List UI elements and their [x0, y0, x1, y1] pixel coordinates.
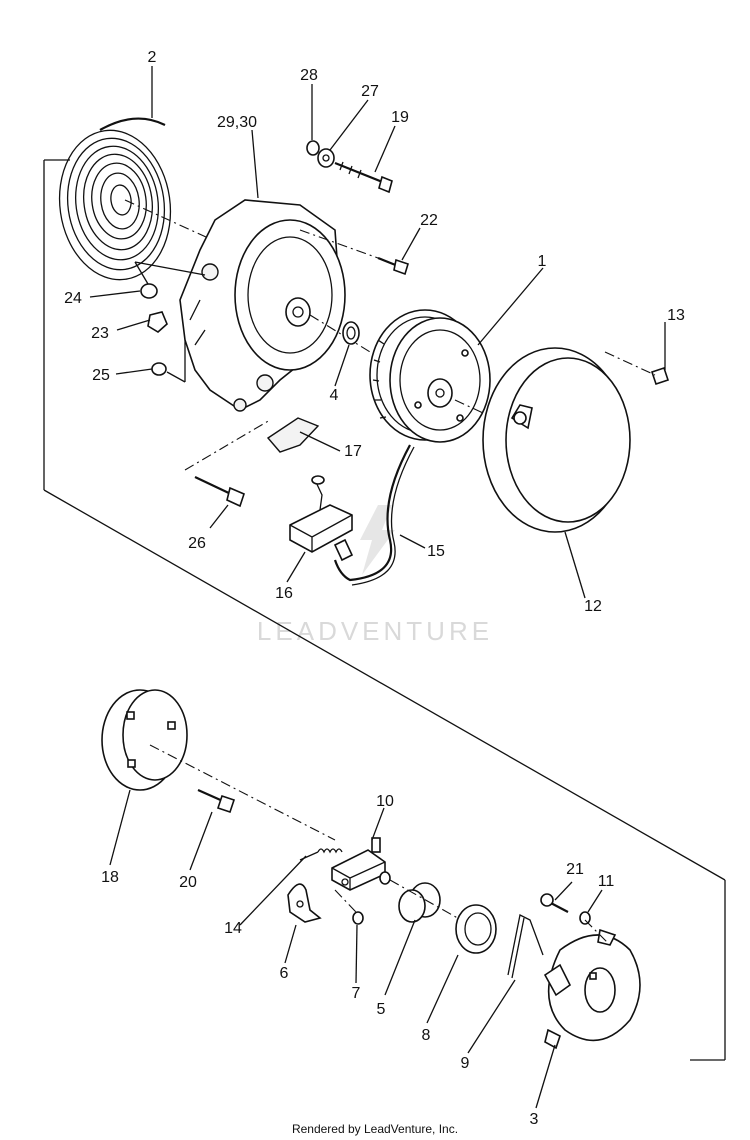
- part-20-bolt: [197, 788, 236, 814]
- part-10-pawl-assembly: [331, 837, 391, 891]
- callout-28: 28: [300, 67, 318, 84]
- callout-11: 11: [598, 873, 615, 890]
- callout-3: 3: [530, 1111, 539, 1128]
- callout-29-30: 29,30: [217, 114, 257, 131]
- part-5-bushing: [389, 879, 471, 926]
- callout-26: 26: [188, 535, 206, 552]
- part-4-seal: [342, 321, 360, 345]
- part-15-rope: [333, 444, 415, 586]
- watermark: LEADVENTURE: [257, 505, 493, 646]
- callout-15: 15: [427, 543, 445, 560]
- callout-1: 1: [538, 253, 547, 270]
- part-25-nut: [151, 362, 167, 376]
- callout-2: 2: [148, 49, 157, 66]
- callout-9: 9: [461, 1055, 470, 1072]
- part-2-recoil-spring: [58, 117, 301, 281]
- callout-21: 21: [566, 861, 584, 878]
- callout-19: 19: [391, 109, 409, 126]
- callout-20: 20: [179, 874, 197, 891]
- callout-18: 18: [101, 869, 119, 886]
- part-28-cap: [306, 140, 320, 156]
- callout-24: 24: [64, 290, 82, 307]
- part-6-pawl: [287, 883, 322, 923]
- part-29-30-starter-housing: [179, 199, 441, 412]
- callout-6: 6: [280, 965, 289, 982]
- callout-labels: 2 29,30 28 27 19 22 1 13 24 23 25 4 17 2…: [64, 49, 685, 1128]
- part-19-bolt: [334, 161, 393, 194]
- part-7-pin: [334, 889, 364, 925]
- callout-22: 22: [420, 212, 438, 229]
- callout-12: 12: [584, 598, 602, 615]
- part-26-bolt: [184, 419, 271, 508]
- callout-23: 23: [91, 325, 109, 342]
- part-16-handle: [289, 475, 354, 562]
- part-23-nut: [147, 311, 168, 333]
- part-27-washer: [317, 148, 335, 168]
- part-8-washer: [455, 904, 497, 954]
- leader-lines-23-24-25: [134, 261, 206, 383]
- footer-credit: Rendered by LeadVenture, Inc.: [292, 1122, 458, 1136]
- part-14-spring: [299, 848, 343, 861]
- callout-5: 5: [377, 1001, 386, 1018]
- part-1-pulley: [369, 309, 521, 443]
- watermark-text: LEADVENTURE: [257, 616, 493, 646]
- upper-leader-lines: [89, 66, 666, 599]
- part-18-ring: [101, 689, 336, 841]
- callout-4: 4: [330, 387, 339, 404]
- assembly-boundary-lines: [43, 159, 726, 1061]
- part-21-bolt: [540, 893, 569, 913]
- callout-10: 10: [376, 793, 394, 810]
- part-3-retainer-plate: [543, 919, 641, 1050]
- callout-16: 16: [275, 585, 293, 602]
- callout-27: 27: [361, 83, 379, 100]
- callout-7: 7: [352, 985, 361, 1002]
- part-22-bolt: [299, 229, 409, 276]
- part-24-washer: [140, 283, 158, 299]
- part-9-spring-clip: [507, 914, 544, 979]
- part-12-cover: [482, 347, 631, 533]
- callout-8: 8: [422, 1027, 431, 1044]
- lower-leader-lines: [109, 789, 603, 1109]
- callout-25: 25: [92, 367, 110, 384]
- part-17-handle-insert: [266, 417, 320, 453]
- callout-14: 14: [224, 920, 242, 937]
- callout-13: 13: [667, 307, 685, 324]
- part-13-bolt: [604, 351, 670, 386]
- part-11-washer: [579, 911, 591, 925]
- callout-17: 17: [344, 443, 362, 460]
